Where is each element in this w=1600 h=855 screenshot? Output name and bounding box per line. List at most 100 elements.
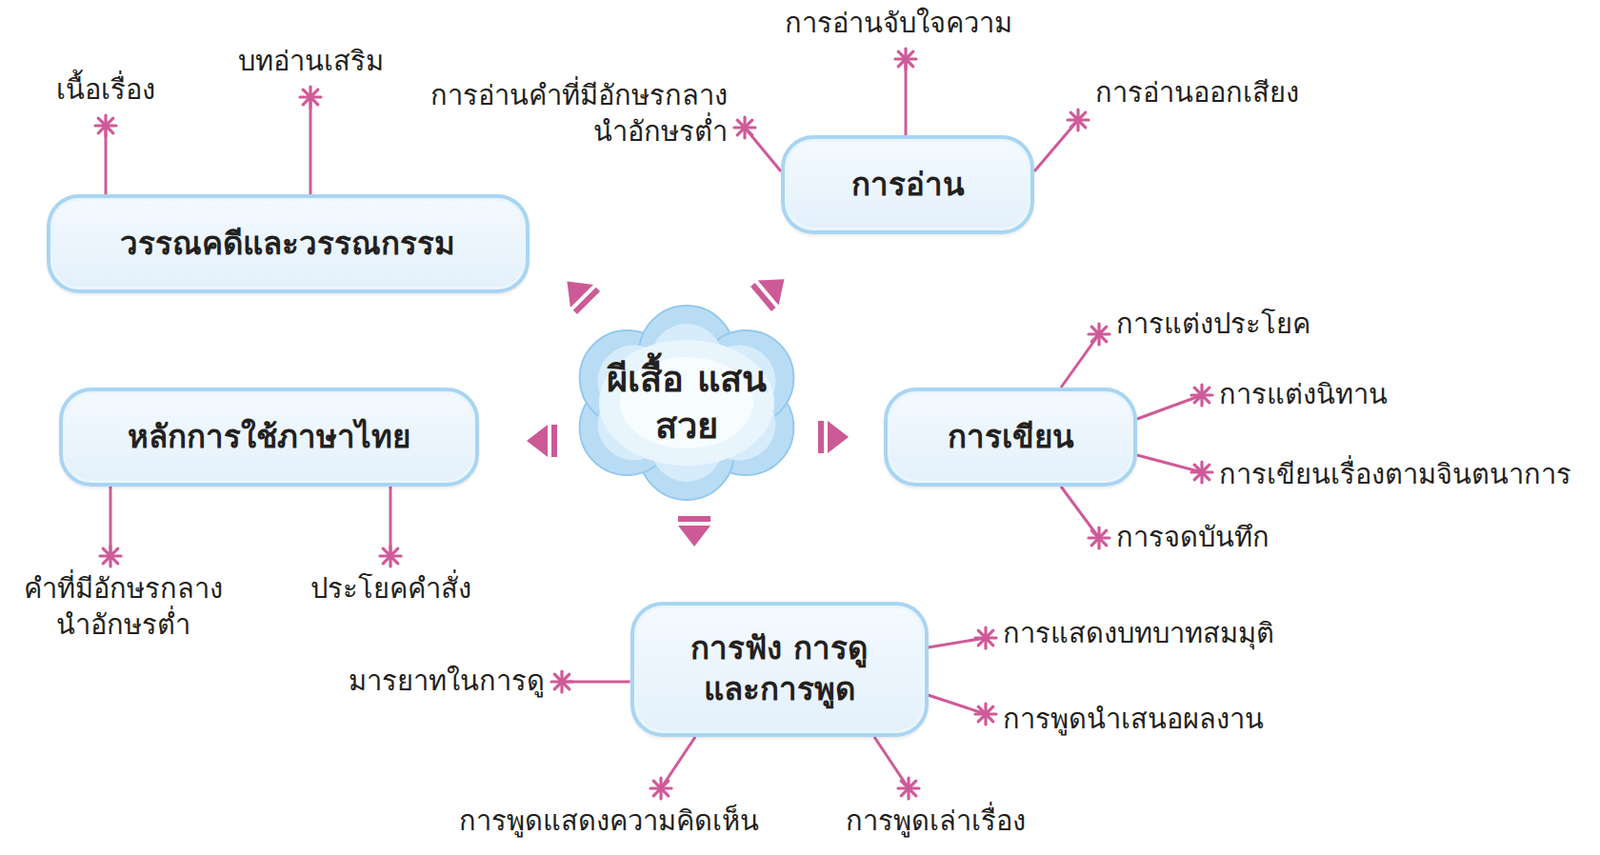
star-mark (300, 86, 321, 108)
star-spoke (302, 89, 319, 105)
flower-core (599, 340, 775, 466)
subtopic-label: คำที่มีอักษรกลาง นำอักษรต่ำ (3, 571, 242, 643)
star-center (102, 122, 110, 130)
star-center (1199, 392, 1206, 400)
star-mark (100, 545, 121, 567)
branch-line (928, 695, 987, 715)
star-spoke (1194, 387, 1210, 403)
subtopic-label: การแสดงบทบาทสมมุติ (1002, 616, 1275, 653)
subtopic-label: การอ่านออกเสียง (1095, 75, 1300, 112)
star-spoke (653, 780, 669, 797)
branch-line (1137, 455, 1202, 473)
topic-box: วรรณคดีและวรรณกรรม (46, 194, 530, 294)
subtopic-text: คำที่มีอักษรกลาง นำอักษรต่ำ (3, 571, 242, 643)
star-spoke (1091, 326, 1107, 342)
pointer-arrow (750, 266, 795, 312)
star-mark (95, 115, 117, 137)
subtopic-text: การพูดนำเสนอผลงาน (1002, 701, 1264, 739)
star-mark (1067, 109, 1089, 131)
star-spoke (900, 780, 917, 797)
star-center (982, 711, 990, 719)
subtopic-label: การเขียนเรื่องตามจินตนาการ (1219, 457, 1572, 494)
subtopic-label: ประโยคคำสั่ง (310, 571, 472, 608)
subtopic-label: การอ่านคำที่มีอักษรกลาง นำอักษรต่ำ (399, 78, 728, 150)
star-mark (1088, 323, 1110, 345)
star-center (307, 94, 315, 101)
star-center (559, 679, 566, 686)
star-center (1096, 331, 1103, 339)
star-mark (551, 671, 573, 693)
star-mark (1191, 384, 1213, 406)
subtopic-text: บทอ่านเสริม (238, 43, 384, 80)
subtopic-text: การพูดเล่าเรื่อง (845, 803, 1026, 840)
star-center (387, 553, 395, 560)
subtopic-label: การอ่านจับใจความ (784, 5, 1013, 42)
branch-line (1137, 395, 1202, 420)
center-flower: ผีเสื้อ แสนสวย (567, 302, 806, 503)
star-center (741, 124, 749, 132)
star-mark (975, 627, 997, 649)
subtopic-label: การแต่งประโยค (1116, 306, 1311, 343)
subtopic-text: การแสดงบทบาทสมมุติ (1002, 616, 1275, 653)
star-spoke (737, 120, 753, 136)
star-spoke (978, 706, 994, 722)
subtopic-label: การพูดแสดงความคิดเห็น (459, 803, 760, 840)
subtopic-text: การเขียนเรื่องตามจินตนาการ (1219, 457, 1572, 494)
star-mark (975, 703, 997, 725)
topic-text: การอ่าน (851, 164, 965, 206)
subtopic-label: มารยาทในการดู (348, 663, 545, 700)
star-center (905, 785, 913, 793)
star-mark (895, 48, 917, 70)
star-center (658, 785, 665, 793)
pointer-arrow (818, 420, 849, 454)
star-mark (380, 545, 401, 567)
branch-line (660, 737, 696, 789)
topic-text: ผีเสื้อ แสนสวย (605, 356, 768, 451)
subtopic-label: การพูดนำเสนอผลงาน (1002, 701, 1264, 739)
star-spoke (1194, 464, 1210, 480)
topic-box: หลักการใช้ภาษาไทย (59, 387, 480, 487)
star-spoke (898, 51, 914, 67)
topic-box: การเขียน (883, 387, 1138, 487)
star-spoke (98, 118, 114, 134)
pointer-arrow (526, 424, 558, 458)
star-mark (734, 117, 756, 139)
star-center (1199, 469, 1206, 477)
star-spoke (1091, 530, 1107, 546)
branch-line (1060, 334, 1100, 388)
topic-box: การฟัง การดู และการพูด (630, 601, 929, 738)
star-spoke (554, 674, 570, 690)
pointer-arrow (555, 269, 600, 315)
star-center (982, 635, 990, 642)
subtopic-label: บทอ่านเสริม (238, 43, 384, 80)
subtopic-label: การแต่งนิทาน (1219, 377, 1388, 414)
topic-text: หลักการใช้ภาษาไทย (127, 417, 411, 459)
subtopic-text: เนื้อเรื่อง (56, 72, 156, 109)
subtopic-text: การแต่งประโยค (1116, 306, 1311, 343)
subtopic-label: การพูดเล่าเรื่อง (845, 803, 1026, 840)
topic-text: การฟัง การดู และการพูด (660, 628, 899, 711)
subtopic-text: การพูดแสดงความคิดเห็น (459, 803, 760, 840)
star-spoke (102, 548, 119, 564)
subtopic-text: ประโยคคำสั่ง (310, 571, 472, 608)
star-center (902, 56, 910, 63)
pointer-arrows (526, 266, 849, 547)
star-center (1096, 535, 1103, 542)
star-spoke (978, 630, 994, 646)
topic-text: การเขียน (947, 417, 1075, 459)
subtopic-label: เนื้อเรื่อง (56, 72, 156, 109)
star-mark (650, 778, 672, 800)
star-spoke (382, 548, 399, 564)
star-mark (898, 778, 920, 800)
subtopic-text: การจดบันทึก (1116, 520, 1270, 557)
subtopic-label: การจดบันทึก (1116, 520, 1270, 557)
star-center (1075, 117, 1082, 124)
subtopic-text: การอ่านคำที่มีอักษรกลาง นำอักษรต่ำ (399, 78, 728, 150)
star-mark (1088, 527, 1110, 549)
subtopic-text: การแต่งนิทาน (1219, 377, 1388, 414)
star-mark (1191, 461, 1213, 483)
subtopic-text: การอ่านออกเสียง (1095, 75, 1300, 112)
topic-text: วรรณคดีและวรรณกรรม (120, 223, 456, 265)
subtopic-text: มารยาทในการดู (348, 663, 545, 700)
